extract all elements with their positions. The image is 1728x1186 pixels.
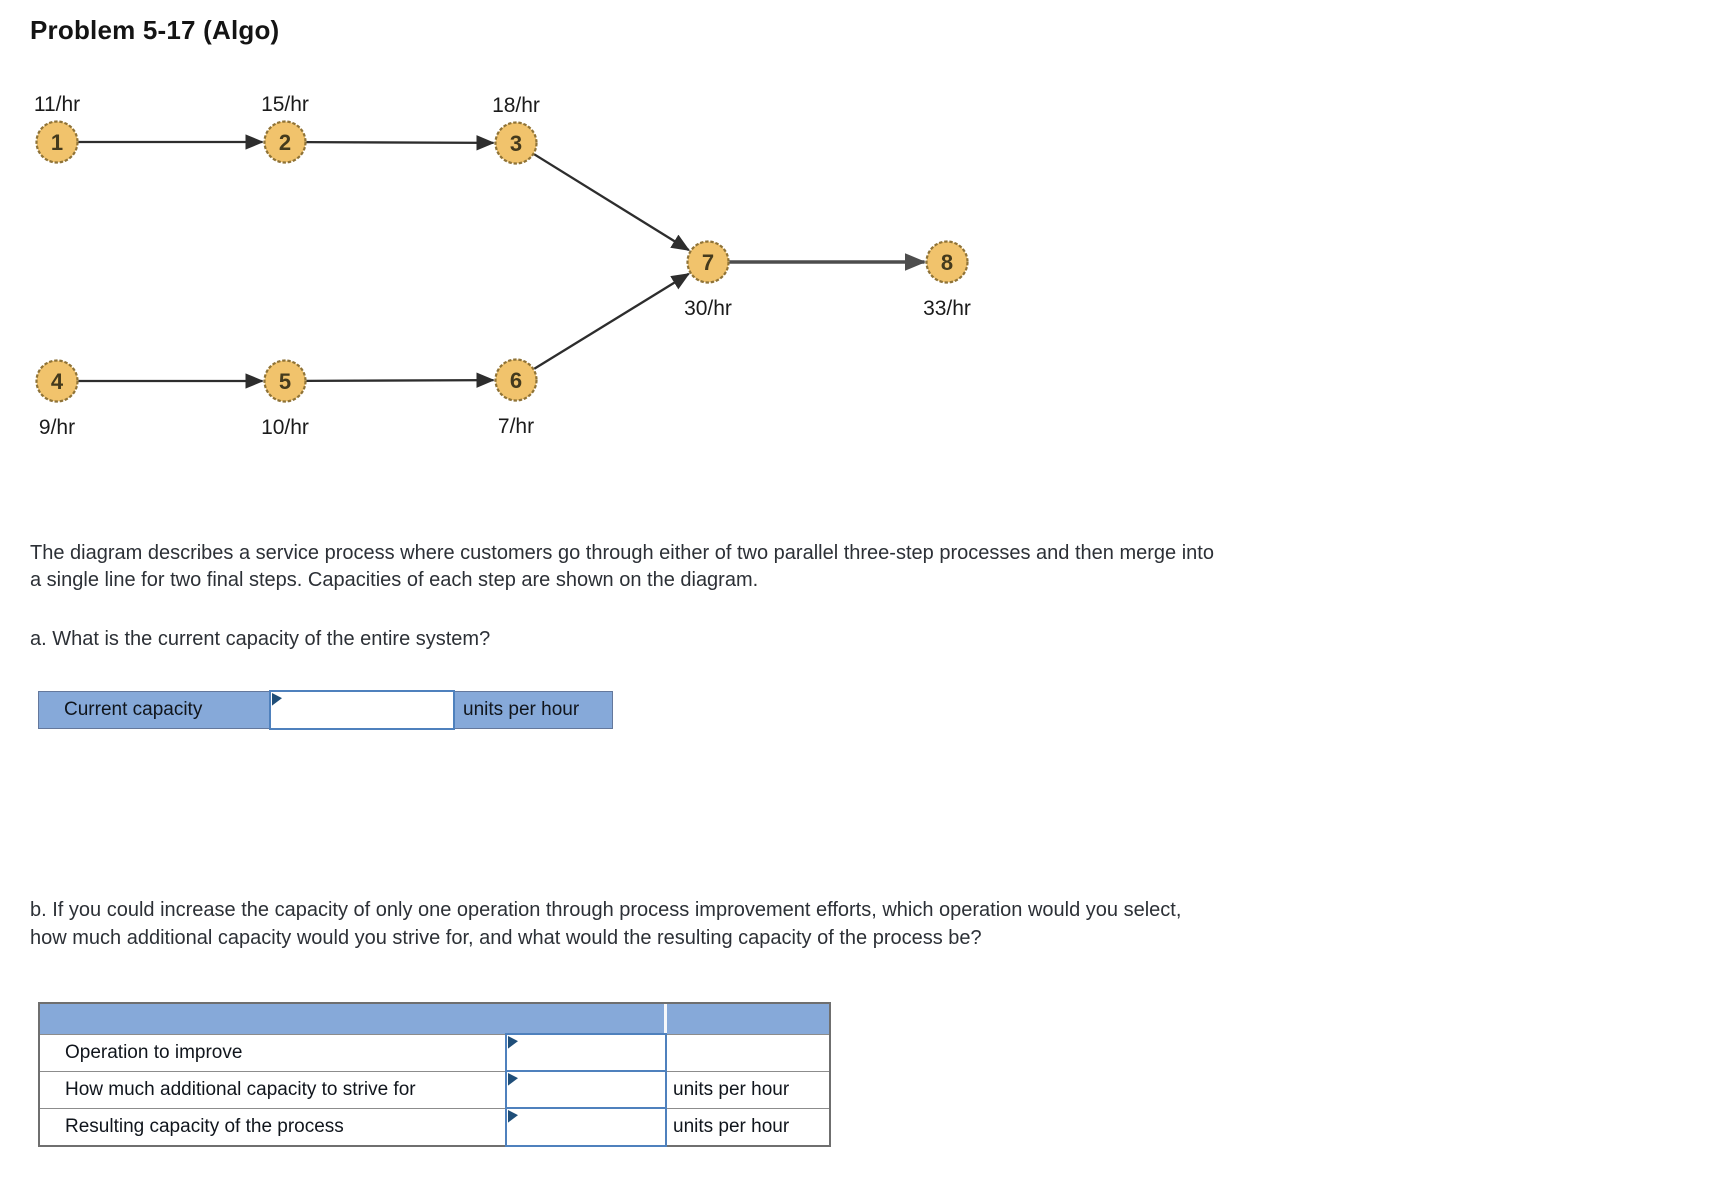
current-capacity-box [269,690,455,730]
process-node-7: 7 [686,240,730,284]
current-capacity-cell [269,690,455,730]
units-label [667,1035,829,1071]
table-row: Resulting capacity of the process units … [40,1107,829,1147]
process-node-6: 6 [494,358,538,402]
resulting-capacity-input[interactable] [507,1109,665,1145]
node-number: 8 [941,250,953,275]
flow-arrow-2-3 [306,135,495,151]
part-b-answer-table: Operation to improve How much additional… [38,1002,831,1147]
flow-arrow-5-6 [306,372,495,388]
process-node-3: 3 [494,121,538,165]
node-number: 3 [510,131,522,156]
operation-to-improve-cell [505,1033,667,1073]
flow-arrow-3-7 [533,153,690,252]
current-capacity-row: Current capacity units per hour [38,690,613,730]
question-b-text: b. If you could increase the capacity of… [30,899,1182,949]
capacity-label-node-8: 33/hr [923,297,971,320]
question-a-text: a. What is the current capacity of the e… [30,628,491,650]
process-node-4: 4 [35,359,79,403]
resulting-capacity-cell [505,1107,667,1147]
units-label: units per hour [667,1109,829,1145]
process-node-5: 5 [263,359,307,403]
table-row: How much additional capacity to strive f… [40,1070,829,1110]
current-capacity-input[interactable] [271,692,453,728]
additional-capacity-input[interactable] [507,1072,665,1108]
problem-description-line: The diagram describes a service process … [30,542,1214,564]
capacity-label-node-5: 10/hr [261,416,309,439]
capacity-label-node-6: 7/hr [498,415,534,438]
node-number: 6 [510,368,522,393]
node-number: 2 [279,130,291,155]
page-title: Problem 5-17 (Algo) [30,15,280,45]
capacity-label-node-7: 30/hr [684,297,732,320]
operation-to-improve-label: Operation to improve [40,1035,506,1071]
resulting-capacity-label: Resulting capacity of the process [40,1109,506,1145]
capacity-label-node-1: 11/hr [34,93,80,116]
problem-description: The diagram describes a service process … [30,540,1214,594]
capacity-label-node-4: 9/hr [39,416,75,439]
capacity-label-node-2: 15/hr [261,93,309,116]
units-label: units per hour [667,1072,829,1108]
node-number: 7 [702,250,714,275]
additional-capacity-cell [505,1070,667,1110]
operation-to-improve-input[interactable] [507,1035,665,1071]
process-node-1: 1 [35,120,79,164]
flow-arrow-6-7 [533,272,690,370]
table-header-cell [667,1004,829,1034]
node-number: 1 [51,130,63,155]
capacity-label-node-3: 18/hr [492,94,540,117]
current-capacity-label: Current capacity [64,699,203,720]
process-node-2: 2 [263,120,307,164]
units-label: units per hour [463,699,580,720]
process-node-8: 8 [925,240,969,284]
problem-description-line: a single line for two final steps. Capac… [30,569,759,591]
node-number: 4 [51,369,64,394]
table-header-row [40,1004,829,1034]
table-row: Operation to improve [40,1033,829,1073]
process-diagram: 1 11/hr 2 15/hr 3 18/hr 4 9/hr 5 10/hr 6 7/hr 7 30/hr… [34,93,971,439]
additional-capacity-label: How much additional capacity to strive f… [40,1072,506,1108]
node-number: 5 [279,369,291,394]
table-header-cell [40,1004,667,1034]
